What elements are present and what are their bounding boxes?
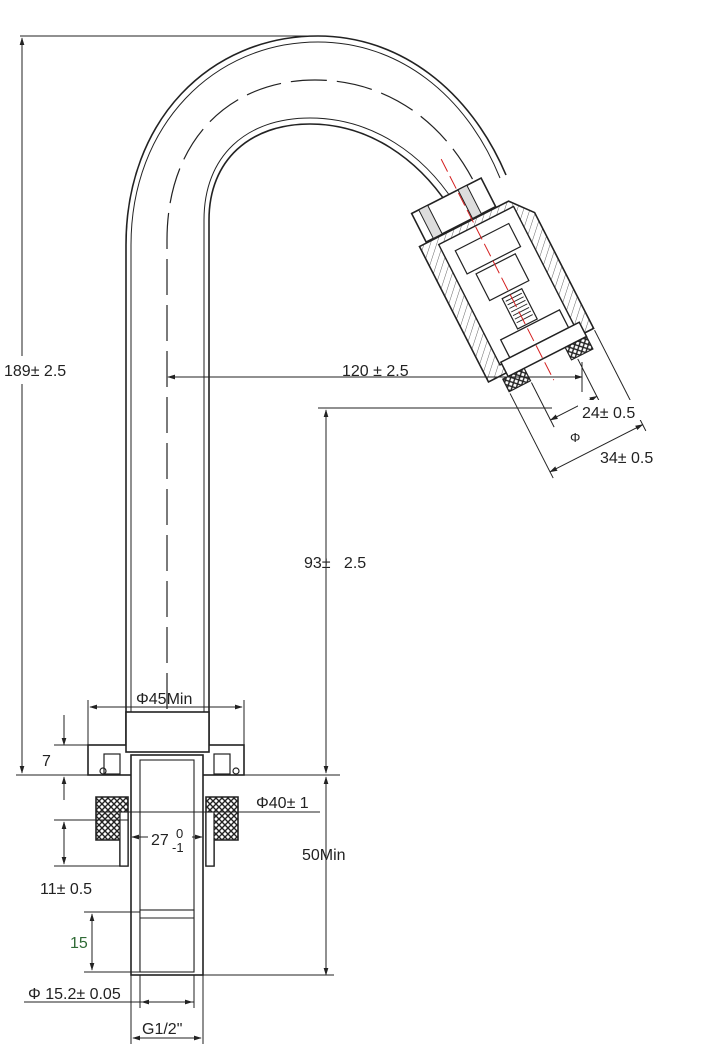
label-base-diameter: Φ45Min <box>136 691 192 708</box>
label-thread-spec: G1/2" <box>142 1021 182 1038</box>
label-aerator-inner: 24± 0.5 <box>582 405 635 422</box>
label-thread-length: 15 <box>70 935 88 952</box>
label-aerator-outer: 34± 0.5 <box>600 450 653 467</box>
base-assembly <box>87 711 245 976</box>
dimension-lines <box>16 35 583 1044</box>
label-nut-diameter: Φ40± 1 <box>256 795 309 812</box>
label-mount-length: 50Min <box>302 847 346 864</box>
spout-outer-wall-inner-line <box>130 41 501 755</box>
label-base-thickness: 7 <box>42 753 51 770</box>
aerator-centerline <box>440 158 555 381</box>
aerator-assembly <box>410 158 647 479</box>
label-thread-tol-sub: -1 <box>172 840 184 855</box>
label-inlet-diameter: Φ 15.2± 0.05 <box>28 986 121 1003</box>
spout-outer-wall <box>125 35 507 755</box>
dimension-labels: 189± 2.5 120 ± 2.5 93± 2.5 24± 0.5 Φ 34±… <box>2 356 653 1038</box>
spout-inner-wall <box>208 123 449 755</box>
spout-body <box>125 35 507 755</box>
label-aerator-phi: Φ <box>570 430 580 445</box>
label-thread-inner: 27 <box>151 832 169 849</box>
spout-inner-wall-2 <box>203 117 455 755</box>
label-thread-tol-sup: 0 <box>176 826 183 841</box>
label-height-total: 189± 2.5 <box>4 363 66 380</box>
label-outlet-height: 93± 2.5 <box>304 555 366 572</box>
spout-centerline <box>166 79 479 755</box>
label-reach: 120 ± 2.5 <box>342 363 409 380</box>
label-nut-height: 11± 0.5 <box>40 881 92 898</box>
